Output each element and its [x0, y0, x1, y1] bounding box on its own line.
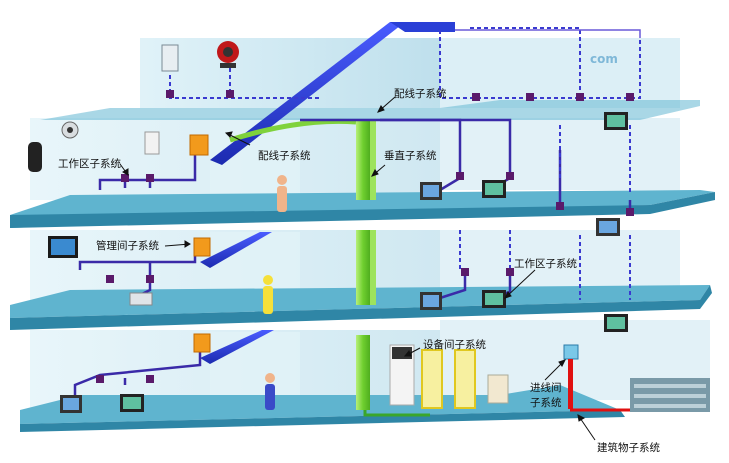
- telecom-boxes: [189, 134, 211, 353]
- label-work-area-left: 工作区子系统: [58, 158, 121, 170]
- entrance-riser: [563, 344, 630, 412]
- callout-arrows: [119, 96, 596, 441]
- label-horizontal-top: 配线子系统: [394, 88, 447, 100]
- vertical-backbone: [229, 118, 430, 417]
- floor-top: [40, 100, 700, 120]
- dashed-cables: [169, 27, 641, 300]
- top-cable-solid: [455, 29, 641, 38]
- label-entrance-2: 子系统: [530, 397, 562, 409]
- label-horizontal-mid: 配线子系统: [258, 150, 311, 162]
- label-admin: 管理间子系统: [96, 240, 159, 252]
- connectors: [96, 90, 634, 383]
- label-building: 建筑物子系统: [597, 442, 660, 454]
- label-equipment-room: 设备间子系统: [423, 339, 486, 351]
- label-vertical: 垂直子系统: [384, 150, 437, 162]
- remote-building: [630, 378, 710, 412]
- floor-4: [20, 385, 625, 432]
- watermark-text: com: [590, 52, 618, 66]
- backbone-cable-tray: [200, 22, 455, 364]
- device-icons: [28, 41, 628, 413]
- label-work-area-right: 工作区子系统: [514, 258, 577, 270]
- label-entrance-1: 进线间: [530, 382, 562, 394]
- floor-2: [10, 190, 715, 228]
- people: [263, 175, 287, 410]
